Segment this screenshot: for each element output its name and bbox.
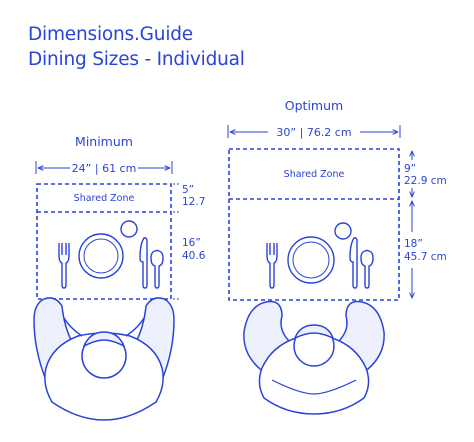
optimum-diner-icon xyxy=(243,300,385,415)
optimum-place-setting xyxy=(266,222,374,289)
minimum-zone-depth-in: 5” xyxy=(182,184,194,196)
plate-rim xyxy=(292,241,330,279)
minimum-depth-dimension: 5” 12.7 16” 40.6 xyxy=(173,183,206,300)
plate-rim xyxy=(83,238,119,274)
minimum-layout: Minimum 24” | 61 cm Shared Zone 5” 12.7 … xyxy=(33,134,206,421)
optimum-zone-label: Shared Zone xyxy=(284,169,345,180)
minimum-place-depth-cm: 40.6 xyxy=(182,250,206,262)
optimum-title: Optimum xyxy=(285,98,343,113)
optimum-place-depth-cm: 45.7 cm xyxy=(404,251,447,263)
optimum-zone-depth-in: 9” xyxy=(404,163,416,175)
optimum-zone-depth-cm: 22.9 cm xyxy=(404,175,447,187)
minimum-width-label: 24” | 61 cm xyxy=(72,162,137,175)
optimum-layout: Optimum 30” | 76.2 cm Shared Zone 9” 22.… xyxy=(227,98,447,415)
minimum-width-dimension: 24” | 61 cm xyxy=(35,161,173,175)
glass-icon xyxy=(334,222,352,240)
minimum-place-depth-in: 16” xyxy=(182,237,201,249)
optimum-place-depth-in: 18” xyxy=(404,238,423,250)
fork-icon xyxy=(266,243,278,289)
glass-icon xyxy=(120,220,138,238)
minimum-diner-icon xyxy=(33,297,175,421)
optimum-depth-dimension: 9” 22.9 cm 18” 45.7 cm xyxy=(404,151,447,298)
knife-icon xyxy=(139,237,148,289)
optimum-width-label: 30” | 76.2 cm xyxy=(276,126,351,139)
brand-title: Dimensions.Guide xyxy=(28,24,193,45)
fork-icon xyxy=(58,243,70,289)
page-subtitle: Dining Sizes - Individual xyxy=(28,49,245,70)
optimum-width-dimension: 30” | 76.2 cm xyxy=(227,125,401,139)
minimum-title: Minimum xyxy=(75,134,133,149)
spoon-icon xyxy=(360,249,374,289)
minimum-place-setting xyxy=(58,220,164,289)
minimum-zone-depth-cm: 12.7 xyxy=(182,196,205,208)
knife-icon xyxy=(349,237,358,289)
minimum-zone-label: Shared Zone xyxy=(74,193,135,204)
header: Dimensions.Guide Dining Sizes - Individu… xyxy=(28,22,245,72)
spoon-icon xyxy=(150,249,164,289)
